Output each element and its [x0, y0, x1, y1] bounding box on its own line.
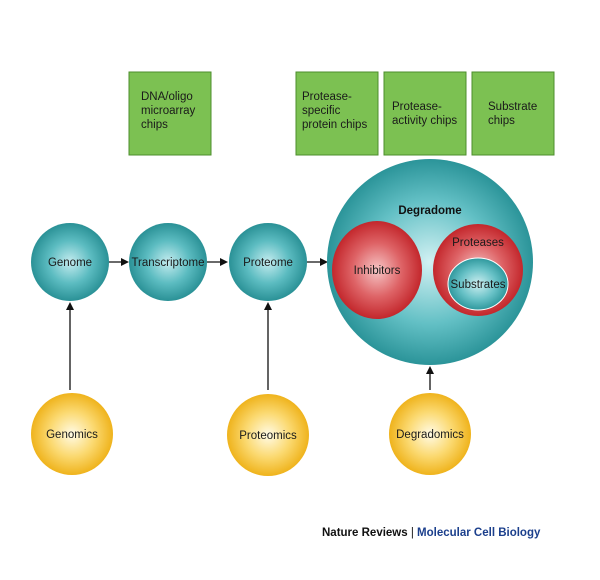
svg-text:Genomics: Genomics	[46, 429, 98, 441]
node-genomics: Genomics	[31, 393, 113, 475]
chip-protease-specific-protein: Protease- specific protein chips	[295, 71, 379, 156]
node-inhibitors: Inhibitors	[332, 221, 422, 319]
svg-text:Proteomics: Proteomics	[239, 430, 297, 442]
svg-text:Degradomics: Degradomics	[396, 429, 464, 441]
credit-separator: |	[407, 527, 418, 539]
svg-text:Substrates: Substrates	[451, 279, 506, 291]
chip-substrate: Substrate chips	[471, 71, 555, 156]
node-proteomics: Proteomics	[227, 394, 309, 476]
chip-dna-oligo-microarray: DNA/oligo microarray chips	[128, 71, 212, 156]
svg-text:Genome: Genome	[48, 257, 92, 269]
svg-text:Transcriptome: Transcriptome	[131, 257, 204, 269]
node-genome: Genome	[31, 223, 109, 301]
svg-text:Protease- specific: Protease- specific protein chips	[302, 91, 367, 131]
node-substrates: Substrates	[447, 257, 509, 311]
publisher-name: Nature Reviews	[322, 527, 408, 539]
svg-text:Inhibitors: Inhibitors	[354, 265, 401, 277]
node-transcriptome: Transcriptome	[129, 223, 207, 301]
node-degradomics: Degradomics	[389, 393, 471, 475]
chip-protease-activity: Protease- activity chips	[383, 71, 467, 156]
svg-text:Substrate chips: Substrate chips	[488, 101, 540, 127]
svg-text:Protease- activity chips: Protease- activity chips	[392, 101, 457, 127]
svg-text:DNA/oligo microarray: DNA/oligo microarray chips	[141, 91, 199, 131]
publication-credit: Nature Reviews | Molecular Cell Biology	[322, 527, 540, 539]
svg-text:Proteases: Proteases	[452, 237, 504, 249]
degradome-label: Degradome	[398, 205, 461, 217]
journal-name: Molecular Cell Biology	[417, 527, 541, 539]
node-proteome: Proteome	[229, 223, 307, 301]
svg-text:Proteome: Proteome	[243, 257, 293, 269]
